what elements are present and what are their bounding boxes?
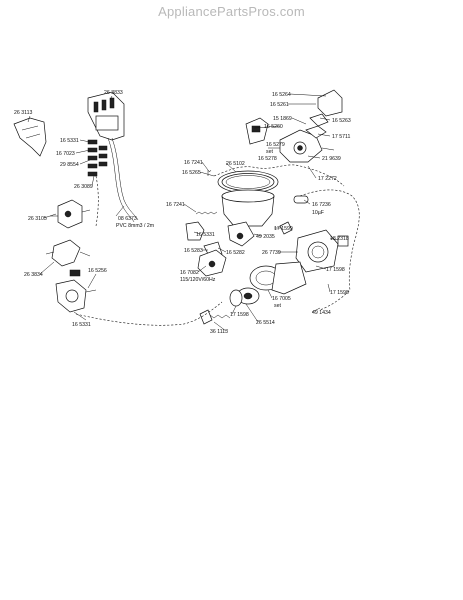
part-pvc-hose[interactable] bbox=[107, 137, 139, 223]
label-171599: 17 1599 bbox=[274, 226, 293, 232]
label-361113: 36 1113 bbox=[210, 329, 228, 335]
part-valve-263105[interactable] bbox=[50, 199, 91, 229]
label-171598-c: 17 1598 bbox=[330, 290, 349, 296]
label-165331-c: 16 5331 bbox=[196, 232, 215, 238]
part-pump-inlet-165256[interactable] bbox=[55, 279, 97, 313]
wire-harness-left bbox=[95, 175, 99, 227]
part-pump-housing-267739[interactable] bbox=[295, 229, 339, 273]
label-267739: 26 7739 bbox=[262, 250, 281, 256]
part-hose-263834[interactable] bbox=[45, 239, 91, 277]
part-sump-housing[interactable] bbox=[221, 189, 275, 247]
label-165279-set: set bbox=[266, 149, 273, 155]
label-171598-a: 17 1598 bbox=[326, 267, 345, 273]
label-175711: 17 5711 bbox=[332, 134, 350, 140]
label-165331-b: 16 5331 bbox=[72, 322, 91, 328]
label-263113: 26 3113 bbox=[14, 110, 32, 116]
label-263833: 26 3833 bbox=[104, 90, 123, 96]
wire-harness-right bbox=[299, 189, 360, 311]
label-voltage: 115/120V/60Hz bbox=[180, 277, 216, 283]
part-clip-175711[interactable] bbox=[309, 113, 329, 127]
label-167236: 16 7236 bbox=[312, 202, 331, 208]
label-265102: 26 5102 bbox=[226, 161, 245, 167]
label-086373: 08 6373 bbox=[118, 216, 137, 222]
label-491434: 49 1434 bbox=[312, 310, 331, 316]
part-bracket-263113[interactable] bbox=[13, 117, 47, 157]
label-172272: 17 2272 bbox=[318, 176, 337, 182]
watermark-text: AppliancePartsPros.com bbox=[158, 4, 305, 19]
part-filter-ring-265102[interactable] bbox=[217, 170, 279, 194]
part-fitting-165331-center[interactable] bbox=[185, 221, 205, 241]
part-seal-265514[interactable] bbox=[229, 289, 243, 307]
label-298554: 29 8554 bbox=[60, 162, 79, 168]
wire-harness-upper bbox=[213, 164, 345, 187]
label-165261: 16 5261 bbox=[270, 102, 289, 108]
label-265514: 26 5514 bbox=[256, 320, 275, 326]
label-492035: 49 2035 bbox=[256, 234, 275, 240]
label-165265: 16 5265 bbox=[182, 170, 201, 176]
label-171598-b: 17 1598 bbox=[230, 312, 249, 318]
label-pvc-spec: PVC 8mm3 / 2m bbox=[116, 223, 154, 229]
part-hose-361113[interactable] bbox=[199, 309, 231, 325]
label-167023: 16 7023 bbox=[56, 151, 75, 157]
part-motor-182318[interactable] bbox=[337, 235, 349, 247]
label-263105: 26 3105 bbox=[28, 216, 47, 222]
part-sensor-assembly[interactable] bbox=[268, 125, 335, 163]
part-clip-171599[interactable] bbox=[279, 221, 293, 235]
label-167082: 16 7082 bbox=[180, 270, 199, 276]
wire-harness-lower bbox=[75, 301, 223, 326]
label-10uf: 10µF bbox=[312, 210, 324, 216]
leader-lines bbox=[27, 93, 339, 332]
label-165279: 16 5279 bbox=[266, 142, 285, 148]
label-165331-a: 16 5331 bbox=[60, 138, 79, 144]
part-capacitor-167236[interactable] bbox=[293, 195, 309, 204]
label-151869: 15 1869 bbox=[273, 116, 292, 122]
part-wash-pump-167082[interactable] bbox=[197, 249, 227, 277]
label-219639: 21 9639 bbox=[322, 156, 341, 162]
part-spring-167241[interactable] bbox=[195, 169, 218, 215]
label-165263: 16 5263 bbox=[332, 118, 351, 124]
label-165260: 16 5260 bbox=[264, 124, 283, 130]
part-lid-165264[interactable] bbox=[317, 89, 343, 117]
label-182318: 18 2318 bbox=[330, 236, 349, 242]
part-spring-stack[interactable] bbox=[87, 139, 108, 177]
label-165256: 16 5256 bbox=[88, 268, 107, 274]
label-167241-a: 16 7241 bbox=[184, 160, 203, 166]
label-167005-set: set bbox=[274, 303, 281, 309]
part-dispenser-panel[interactable] bbox=[87, 91, 125, 141]
label-165264: 16 5264 bbox=[272, 92, 291, 98]
part-switch-151869[interactable] bbox=[245, 117, 269, 145]
label-263089: 26 3089 bbox=[74, 184, 93, 190]
label-165278: 16 5278 bbox=[258, 156, 277, 162]
label-167241-b: 16 7241 bbox=[166, 202, 185, 208]
label-263834: 26 3834 bbox=[24, 272, 43, 278]
label-165282: 16 5282 bbox=[226, 250, 245, 256]
label-165283: 16 5283 bbox=[184, 248, 203, 254]
label-167005: 16 7005 bbox=[272, 296, 291, 302]
part-impeller-set-167005[interactable] bbox=[236, 261, 307, 305]
